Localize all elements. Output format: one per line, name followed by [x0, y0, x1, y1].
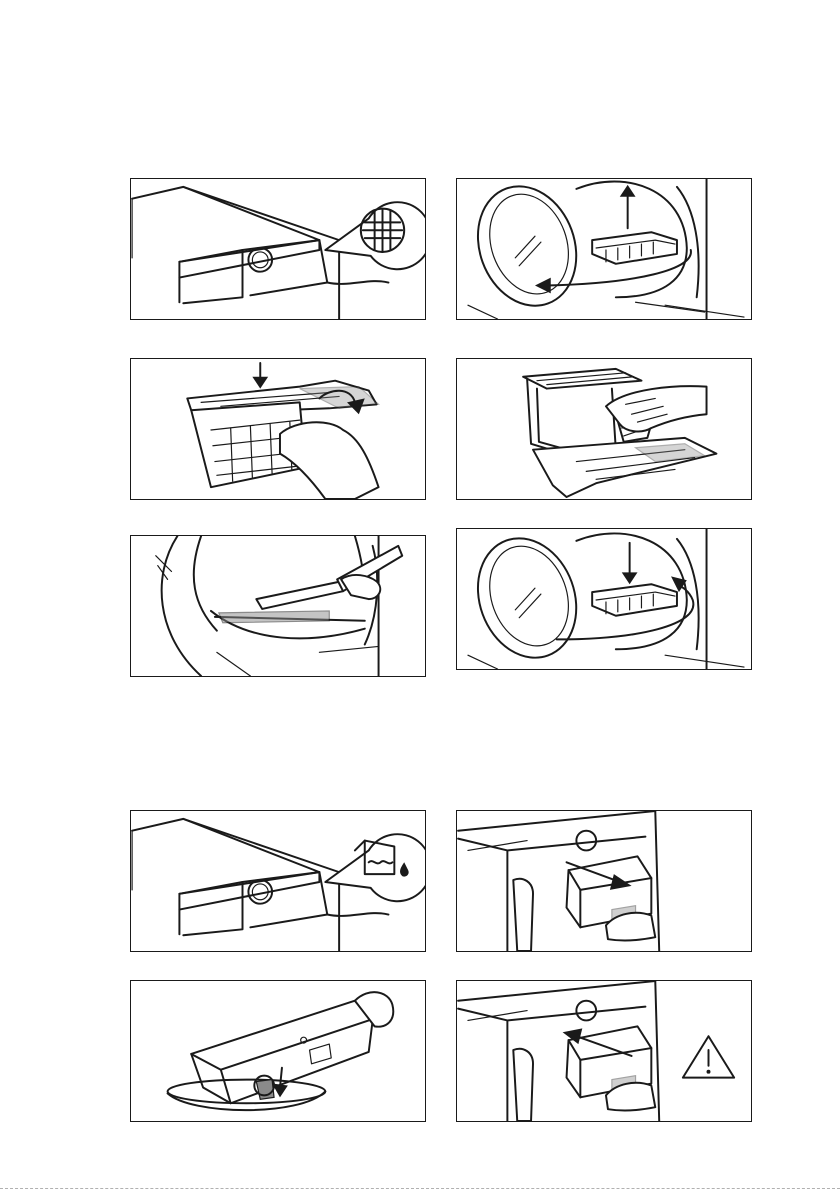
- panel-open-filter: [130, 358, 426, 500]
- door-open-illustration: [457, 179, 751, 319]
- hand-drawing: [341, 575, 380, 599]
- panel-dryer-filter-symbol: [130, 178, 426, 320]
- arrow-down-icon: [252, 363, 268, 389]
- arrow-up-icon: [620, 185, 636, 228]
- filter-grid-icon: [361, 209, 404, 252]
- pull-container-illustration: [457, 811, 751, 951]
- empty-container-illustration: [131, 981, 425, 1121]
- panel-pull-container: [456, 810, 752, 952]
- reinsert-filter-illustration: [457, 529, 751, 669]
- panel-reinsert-filter: [456, 528, 752, 670]
- panel-clean-filter: [456, 358, 752, 500]
- filter-open-illustration: [131, 359, 425, 499]
- filter-halves-illustration: [457, 359, 751, 499]
- warning-icon: [683, 1036, 734, 1077]
- dryer-top-illustration: [131, 179, 425, 319]
- arrow-down-icon: [622, 543, 638, 584]
- hand-drawing: [513, 879, 533, 951]
- filter-cartridge: [592, 232, 677, 264]
- hand-drawing: [513, 1049, 533, 1121]
- panel-dryer-water-symbol: [130, 810, 426, 952]
- callout-bubble: [325, 834, 425, 901]
- insert-container-illustration: [457, 981, 751, 1121]
- vacuum-nozzle-icon: [256, 546, 402, 609]
- hand-icon: [606, 386, 707, 431]
- panel-empty-container: [130, 980, 426, 1122]
- filter-cartridge: [592, 584, 677, 616]
- vacuum-housing-illustration: [131, 536, 425, 676]
- dryer-top-illustration: [131, 811, 425, 951]
- panel-remove-filter: [456, 178, 752, 320]
- panel-vacuum-housing: [130, 535, 426, 677]
- hand-drawing: [280, 422, 379, 499]
- page-bottom-rule: [0, 1188, 840, 1189]
- panel-insert-container-warning: [456, 980, 752, 1122]
